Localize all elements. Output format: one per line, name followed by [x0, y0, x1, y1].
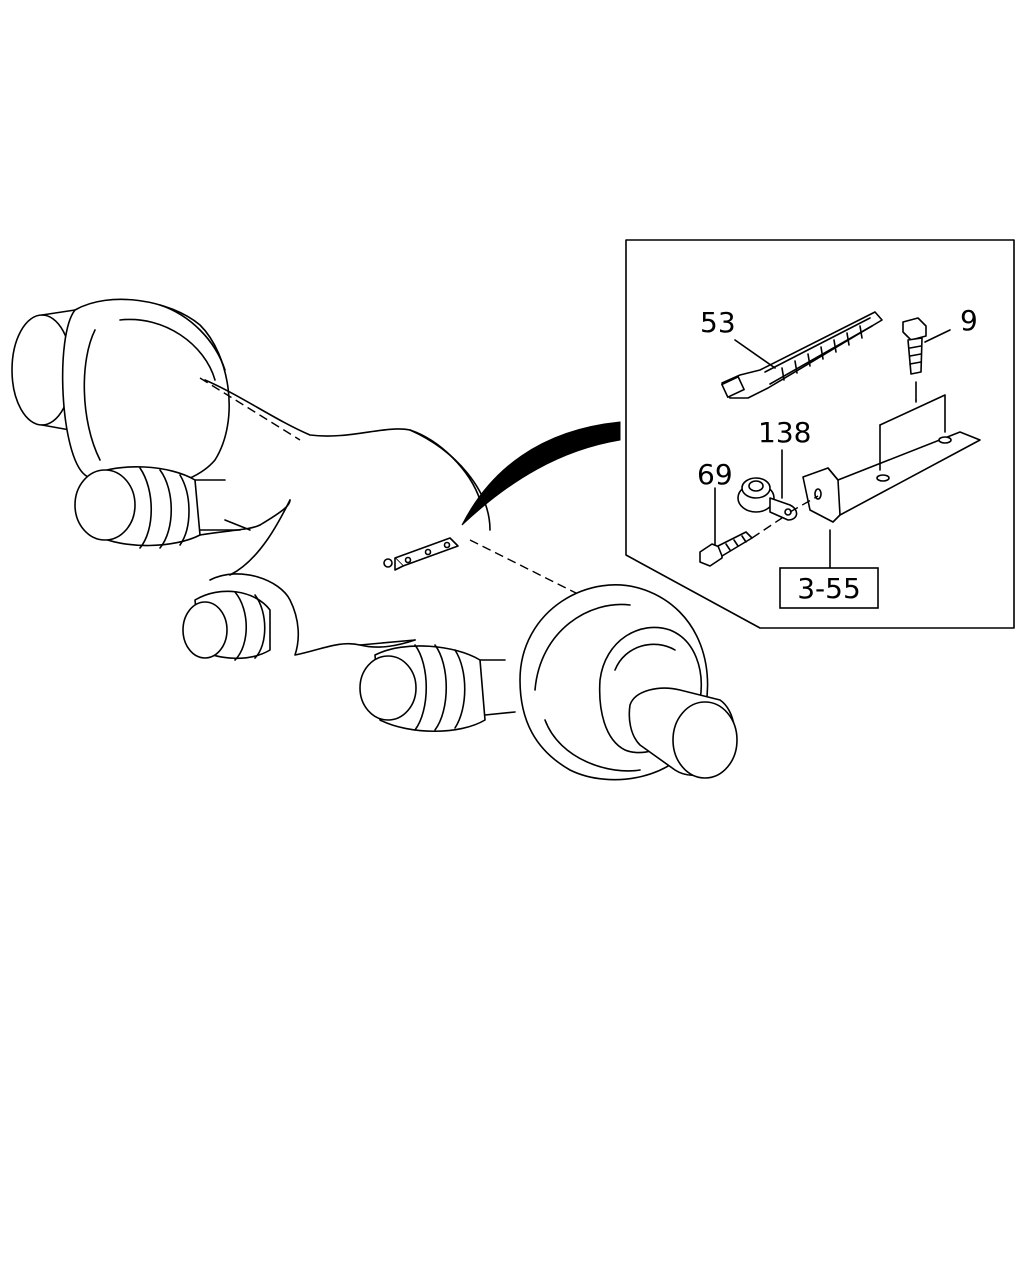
- right-hub: [519, 584, 738, 781]
- mounting-bracket-part: [802, 394, 981, 523]
- left-hub: [11, 298, 230, 490]
- axle-housing-drawing: [11, 298, 738, 781]
- left-input-stub: [74, 466, 241, 549]
- center-input-stub: [182, 590, 271, 661]
- leader-9: [924, 329, 951, 343]
- callout-138: 138: [758, 416, 811, 449]
- detail-inset: 53 9 138 69 3-55: [625, 239, 1015, 629]
- detail-pointer: [461, 421, 621, 526]
- bolt-bracket-part: [902, 317, 927, 401]
- right-input-stub: [359, 644, 516, 732]
- leader-53: [734, 339, 776, 369]
- reference-box: [779, 567, 879, 609]
- callout-9: 9: [960, 304, 978, 337]
- callout-53: 53: [700, 306, 736, 339]
- bracket-on-housing: [383, 537, 459, 571]
- clip-part: [737, 477, 798, 521]
- callout-69: 69: [697, 458, 733, 491]
- tie-strap-part: [721, 311, 883, 399]
- bolt-clip-part: [699, 495, 819, 567]
- reference-label[interactable]: 3-55: [797, 572, 861, 605]
